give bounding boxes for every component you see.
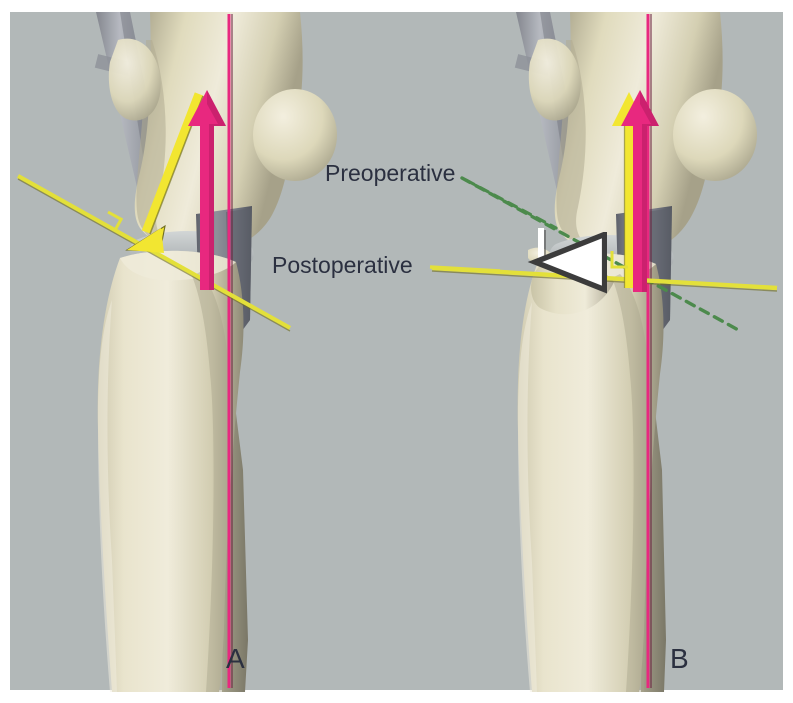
tibia-edge-hi-b [517, 302, 537, 692]
pink-arrow-shade-a [207, 90, 226, 290]
preoperative-label: Preoperative [325, 160, 455, 186]
pink-arrow-body-b [621, 90, 659, 292]
femur-epicondyle-b [528, 38, 581, 121]
yellow-arrow-shaft-a [141, 92, 204, 234]
pink-arrow-body-a [188, 90, 226, 290]
preoperative-leader-line [464, 178, 558, 230]
right-angle-marker-b [610, 251, 628, 269]
joint-line-a-shadow [17, 178, 291, 332]
tibia-shade-a [192, 272, 230, 692]
tibia-shade-b [612, 274, 650, 692]
pink-arrow-shade-b [640, 90, 659, 292]
mechanical-axis-arrow-b [621, 90, 659, 292]
femoral-condyle-knob-a [253, 89, 337, 181]
femoral-condyle-knob-b [673, 89, 757, 181]
right-angle-marker-a [107, 210, 124, 233]
tibia-a [97, 250, 244, 693]
tibia-edge-hi-a [97, 300, 117, 692]
postoperative-label: Postoperative [272, 252, 413, 278]
panel-b-anatomy [514, 12, 757, 692]
callouts: Preoperative Postoperative [272, 160, 556, 278]
postoperative-leader-line [429, 265, 501, 273]
femur-a [134, 12, 303, 252]
panel-letter-b: B [670, 643, 689, 674]
yellow-arrow-head-a-2 [127, 228, 164, 253]
yellow-axis-arrow-a [125, 92, 204, 253]
mechanical-axis-arrow-a [188, 90, 226, 290]
femur-epicondyle-a [108, 38, 161, 121]
panel-a-overlays [16, 14, 292, 688]
panel-letter-a: A [226, 643, 245, 674]
tibia-b [517, 253, 664, 692]
